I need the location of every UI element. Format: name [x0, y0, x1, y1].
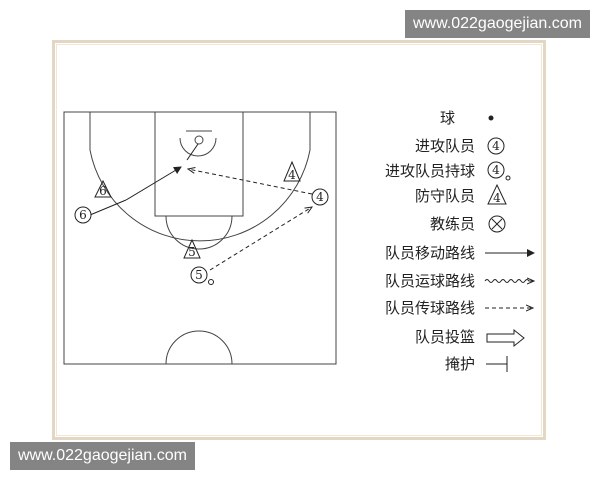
legend-dribble-icon [484, 280, 534, 283]
offense-5-number: 5 [195, 268, 203, 282]
legend-coach-icon [488, 215, 506, 233]
play-lines [89, 143, 313, 271]
legend-attacker-number: 4 [492, 139, 500, 153]
offense-6-number: 6 [79, 208, 87, 222]
legend-ball-label: 球 [440, 109, 455, 127]
offense-4: 4 [311, 188, 329, 206]
offense-4-number: 4 [316, 190, 324, 204]
legend-ball-icon [488, 115, 494, 121]
legend-attacker-with-ball-icon [487, 161, 505, 179]
defender-5: 5 [183, 238, 201, 259]
three-point-arc [89, 112, 311, 242]
free-throw-circle-bottom [165, 215, 233, 250]
legend-attacker-icon [487, 137, 505, 155]
defender-6-number: 6 [99, 184, 107, 198]
players: 6 6 5 5 4 4 [74, 160, 329, 285]
legend: 球 进攻队员 4 进攻队员持球 4 防守队员 4 教练员 队员移动路线 队员运球… [385, 109, 535, 373]
diagram-inner-frame [56, 44, 542, 436]
movement-line-6-b [125, 166, 182, 201]
movement-line-6 [89, 199, 127, 216]
defender-4: 4 [283, 160, 301, 182]
legend-defender-label: 防守队员 [415, 187, 475, 205]
legend-defender-icon [487, 183, 507, 205]
legend-screen-label: 掩护 [445, 355, 475, 373]
legend-shot-label: 队员投篮 [415, 328, 475, 346]
defender-6: 6 [94, 179, 112, 198]
offense-6: 6 [74, 206, 92, 224]
legend-screen-icon [486, 356, 508, 372]
legend-ball-hold-icon [505, 175, 511, 181]
legend-coach-label: 教练员 [430, 215, 475, 233]
defender-4-number: 4 [288, 168, 296, 182]
pass-line-5-to-4 [209, 207, 312, 271]
defender-5-number: 5 [188, 245, 196, 259]
legend-pass-label: 队员传球路线 [385, 299, 475, 317]
legend-attacker-with-ball-number: 4 [492, 163, 500, 177]
free-throw-lane [154, 111, 244, 217]
legend-move-label: 队员移动路线 [385, 244, 475, 262]
legend-shot-icon [486, 328, 525, 348]
pass-line-4-to-6 [188, 169, 313, 195]
legend-attacker-with-ball-label: 进攻队员持球 [385, 162, 475, 180]
half-court [63, 111, 337, 365]
ball-small-circle [208, 279, 214, 285]
legend-dribble-label: 队员运球路线 [385, 272, 475, 290]
shot-line [186, 143, 199, 161]
basket-rim [194, 135, 204, 145]
watermark-bottom: www.022gaogejian.com [10, 442, 195, 470]
center-circle [165, 330, 233, 365]
court-boundary [63, 111, 337, 365]
watermark-top: www.022gaogejian.com [405, 10, 590, 38]
legend-attacker-label: 进攻队员 [415, 137, 475, 155]
offense-5-with-ball: 5 [190, 266, 214, 285]
restricted-arc [179, 137, 217, 157]
legend-defender-number: 4 [493, 191, 501, 205]
